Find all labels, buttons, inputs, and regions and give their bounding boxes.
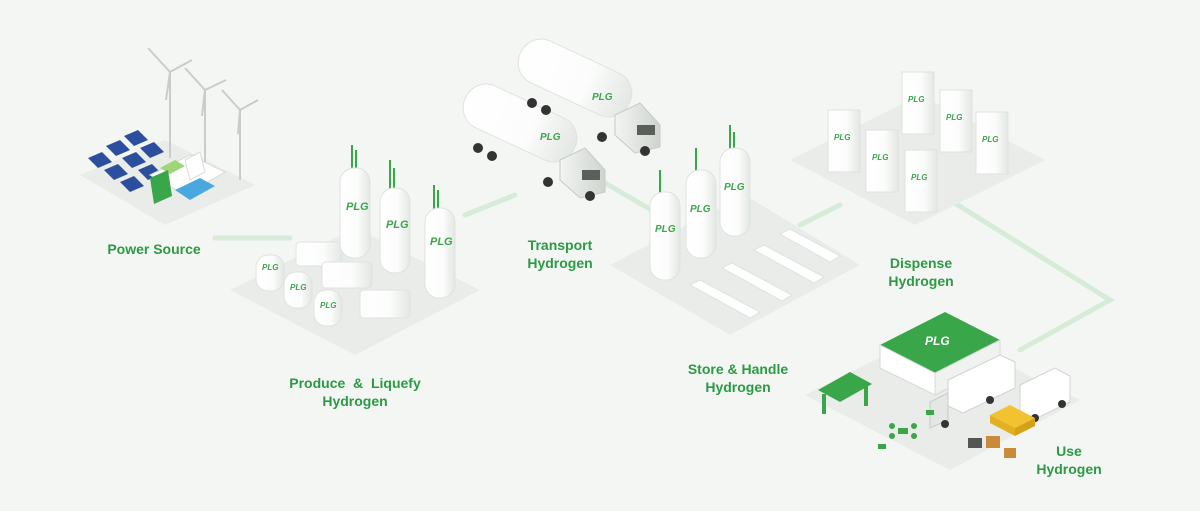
svg-text:PLG: PLG: [834, 133, 850, 142]
produce-liquefy-label-line2: Hydrogen: [322, 393, 388, 409]
produce-liquefy-label-line1: Produce & Liquefy: [289, 375, 421, 391]
transport-label-line2: Hydrogen: [527, 255, 593, 271]
dispense-group: PLG PLG PLG PLG PLG PLG: [790, 71, 1045, 225]
store-handle-label: Store & Handle Hydrogen: [678, 360, 798, 396]
storage-tank-icon: [339, 167, 456, 299]
svg-text:PLG: PLG: [925, 334, 950, 348]
canopy-icon: [818, 372, 872, 414]
svg-text:PLG: PLG: [540, 132, 561, 143]
svg-text:PLG: PLG: [430, 236, 453, 248]
vent-stack-icon: [659, 125, 735, 195]
dispense-label-line1: Dispense: [889, 255, 953, 271]
produce-liquefy-group: PLG PLG PLG PLG PLG PLG: [230, 145, 480, 355]
brand-logo-mark: PLG PLG PLG PLG PLG PLG: [262, 201, 453, 310]
dispense-label-line2: Hydrogen: [888, 273, 954, 289]
svg-text:PLG: PLG: [872, 153, 888, 162]
transport-group: PLG PLG: [462, 38, 661, 201]
use-label-line1: Use: [1056, 443, 1082, 459]
svg-text:PLG: PLG: [320, 301, 336, 310]
use-label: Use Hydrogen: [1014, 442, 1124, 478]
power-source-group: [80, 47, 259, 225]
solar-panel-icon: [88, 130, 164, 192]
svg-text:PLG: PLG: [655, 224, 676, 235]
produce-platform: [230, 228, 480, 355]
produce-liquefy-label: Produce & Liquefy Hydrogen: [270, 374, 440, 410]
svg-text:PLG: PLG: [911, 173, 927, 182]
taxi-icon: [990, 405, 1035, 436]
forklift-icon: [968, 436, 1016, 458]
svg-text:PLG: PLG: [690, 204, 711, 215]
svg-text:PLG: PLG: [290, 283, 306, 292]
storage-tank-icon: [255, 241, 411, 327]
store-handle-label-line2: Hydrogen: [705, 379, 771, 395]
vent-stack-icon: [351, 145, 439, 210]
warehouse-icon: PLG: [879, 312, 1001, 396]
svg-text:PLG: PLG: [908, 95, 924, 104]
svg-text:PLG: PLG: [946, 113, 962, 122]
truck-icon: [929, 354, 1016, 429]
svg-text:PLG: PLG: [346, 201, 369, 213]
power-source-label: Power Source: [104, 240, 204, 258]
tanker-truck-icon: PLG: [462, 83, 606, 201]
svg-text:PLG: PLG: [982, 135, 998, 144]
dispense-label: Dispense Hydrogen: [866, 254, 976, 290]
power-source-label-text: Power Source: [107, 241, 201, 257]
use-label-line2: Hydrogen: [1036, 461, 1102, 477]
dispenser-icon: [827, 71, 1009, 213]
store-handle-label-line1: Store & Handle: [687, 361, 789, 377]
transport-label-line1: Transport: [527, 237, 593, 253]
svg-text:PLG: PLG: [724, 182, 745, 193]
transport-label: Transport Hydrogen: [510, 236, 610, 272]
hydro-dam-icon: [148, 151, 227, 204]
use-group: PLG: [805, 312, 1080, 470]
store-handle-group: PLG PLG PLG: [610, 125, 860, 335]
trailer-icon: [688, 228, 842, 319]
wind-turbine-icon: [147, 47, 259, 180]
connector-lines: [212, 177, 1115, 353]
drone-icon: [878, 410, 934, 449]
svg-text:PLG: PLG: [592, 92, 613, 103]
storage-tank-icon: [649, 147, 751, 281]
svg-text:PLG: PLG: [262, 263, 278, 272]
svg-text:PLG: PLG: [386, 219, 409, 231]
tanker-truck-icon: PLG: [517, 38, 661, 156]
